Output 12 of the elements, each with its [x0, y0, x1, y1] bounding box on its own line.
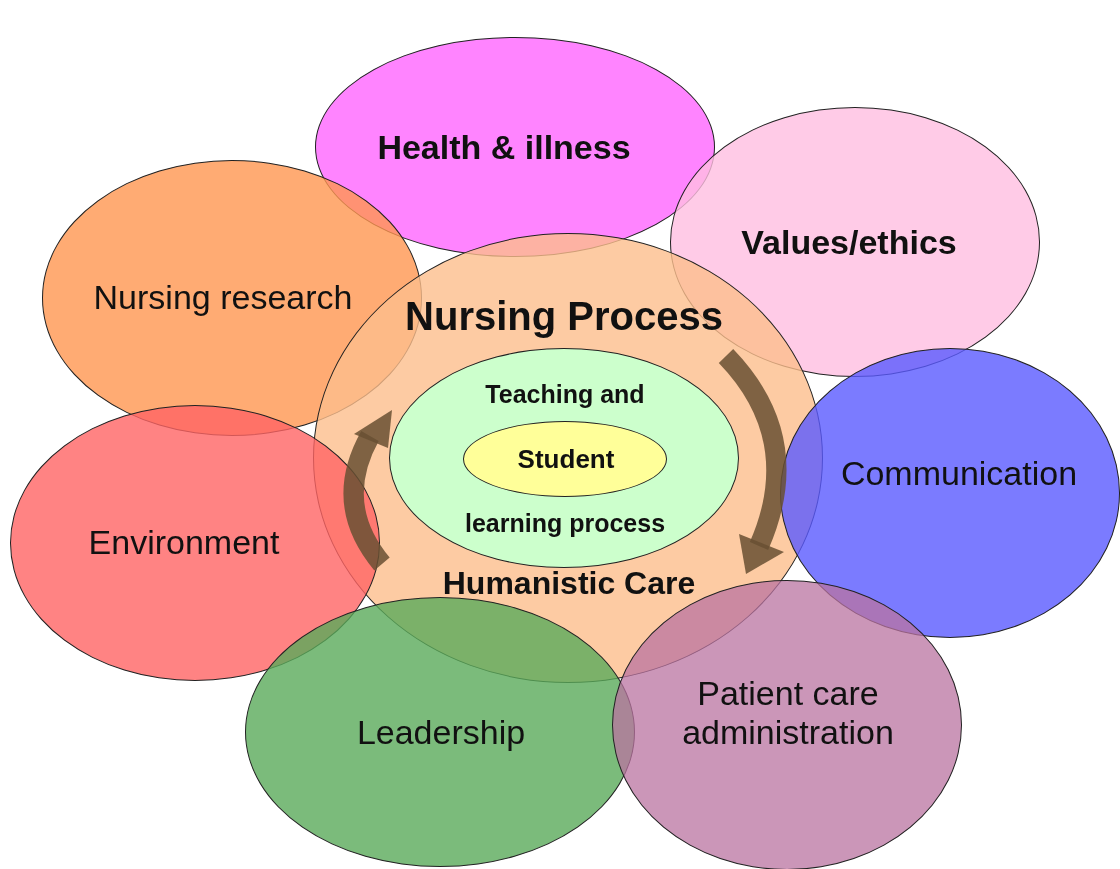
topic-label: Environment [88, 523, 280, 563]
topic-label: Values/ethics [741, 223, 957, 263]
topic-label: Health & illness [377, 128, 631, 168]
topic-label: Patient care administration [681, 673, 895, 753]
topic-label: Teaching and [485, 379, 645, 409]
topic-label: Leadership [356, 713, 526, 753]
topic-label: Student [517, 445, 615, 475]
topic-label: Nursing Process [405, 293, 723, 339]
topic-label: Humanistic Care [442, 564, 696, 602]
topic-label: Nursing research [93, 278, 353, 318]
topic-label: Communication [840, 454, 1078, 494]
topic-label: learning process [464, 508, 666, 538]
